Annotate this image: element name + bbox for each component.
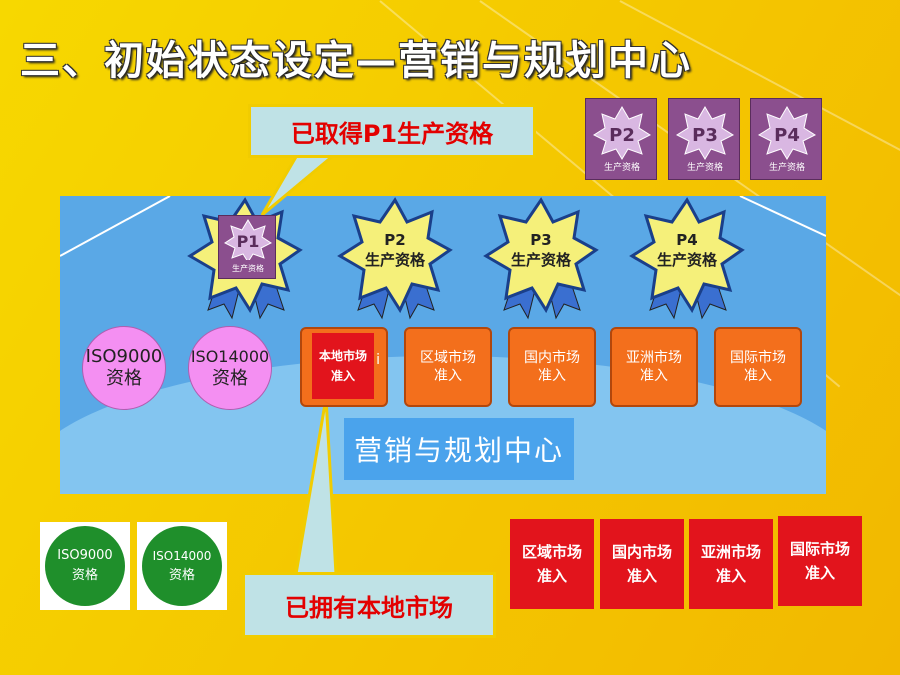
market-intl-board: 国际市场 准入: [714, 327, 802, 407]
card-sub: 资格: [168, 568, 195, 583]
badge-p2: [338, 198, 452, 320]
market-peek: i: [376, 352, 380, 368]
p1-card[interactable]: P1 生产资格: [218, 215, 276, 279]
badge-p4: [630, 198, 744, 320]
badge-code: P2: [384, 231, 406, 249]
iso14000-card[interactable]: ISO14000 资格: [137, 522, 227, 610]
p4-star-icon: P4: [757, 106, 817, 160]
card-sub: 准入: [804, 564, 835, 582]
badge-sub: 生产资格: [364, 251, 425, 269]
market-region-board: 区域市场 准入: [404, 327, 492, 407]
card-label: 本地市场: [318, 349, 367, 363]
board-label: 营销与规划中心: [344, 418, 574, 480]
market-sub: 准入: [744, 368, 772, 384]
badge-p4-label: P4 生产资格: [632, 200, 742, 310]
p3-star-icon: P3: [675, 106, 735, 160]
badge-p1: [188, 198, 302, 320]
p1-star-icon: P1: [224, 219, 272, 263]
market-sub: 准入: [434, 368, 462, 384]
badge-sub: 生产资格: [656, 251, 717, 269]
market-label: 亚洲市场: [626, 350, 682, 366]
p2-card[interactable]: P2 生产资格: [585, 98, 657, 180]
card-label: ISO14000: [152, 549, 212, 563]
card-label: 区域市场: [521, 543, 582, 561]
iso9000-board: ISO9000 资格: [82, 326, 166, 410]
callout-pointer-bottom: [294, 397, 338, 576]
market-label: 国际市场: [730, 350, 786, 366]
svg-text:P4: P4: [774, 125, 800, 146]
badge-p3-label: P3 生产资格: [486, 200, 596, 310]
market-sub: 准入: [538, 368, 566, 384]
iso-sub: 资格: [106, 368, 142, 389]
callout-bottom: 已拥有本地市场: [242, 572, 496, 638]
p4-card[interactable]: P4 生产资格: [750, 98, 822, 180]
iso9000-card[interactable]: ISO9000 资格: [40, 522, 130, 610]
card-sub: 准入: [626, 567, 657, 585]
svg-text:P1: P1: [237, 232, 260, 251]
badge-code: P4: [676, 231, 698, 249]
market-sub: 准入: [640, 368, 668, 384]
market-label: 区域市场: [420, 350, 476, 366]
badge-code: P3: [530, 231, 552, 249]
p1-card-sub: 生产资格: [232, 264, 264, 273]
local-market-card[interactable]: 本地市场 准入: [312, 333, 374, 399]
card-sub: 生产资格: [603, 163, 640, 173]
market-label: 国内市场: [524, 350, 580, 366]
iso-label: ISO9000: [85, 346, 163, 367]
p3-card[interactable]: P3 生产资格: [668, 98, 740, 180]
board-lines: [60, 196, 826, 257]
intl-market-card[interactable]: 国际市场 准入: [778, 516, 862, 606]
card-sub: 准入: [536, 567, 567, 585]
card-sub: 生产资格: [768, 163, 805, 173]
card-label: 国内市场: [611, 543, 672, 561]
iso14000-board: ISO14000 资格: [188, 326, 272, 410]
card-sub: 准入: [715, 567, 746, 585]
svg-text:P2: P2: [609, 125, 635, 146]
iso-label: ISO14000: [190, 347, 270, 366]
badge-p3: [484, 198, 598, 320]
card-label: 国际市场: [789, 540, 850, 558]
domestic-market-card[interactable]: 国内市场 准入: [600, 519, 684, 609]
market-domestic-board: 国内市场 准入: [508, 327, 596, 407]
region-market-card[interactable]: 区域市场 准入: [510, 519, 594, 609]
card-sub: 资格: [71, 568, 98, 583]
card-label: ISO9000: [57, 548, 113, 563]
svg-text:P3: P3: [692, 125, 718, 146]
p2-star-icon: P2: [592, 106, 652, 160]
badge-p2-label: P2 生产资格: [340, 200, 450, 310]
iso-sub: 资格: [212, 368, 248, 389]
asia-market-card[interactable]: 亚洲市场 准入: [689, 519, 773, 609]
card-label: 亚洲市场: [700, 543, 761, 561]
callout-top: 已取得P1生产资格: [248, 104, 536, 158]
market-asia-board: 亚洲市场 准入: [610, 327, 698, 407]
callout-pointer-top: [260, 148, 345, 217]
slide-title: 三、初始状态设定—营销与规划中心: [20, 38, 692, 84]
card-sub: 准入: [330, 369, 355, 383]
card-sub: 生产资格: [686, 163, 723, 173]
badge-sub: 生产资格: [510, 251, 571, 269]
